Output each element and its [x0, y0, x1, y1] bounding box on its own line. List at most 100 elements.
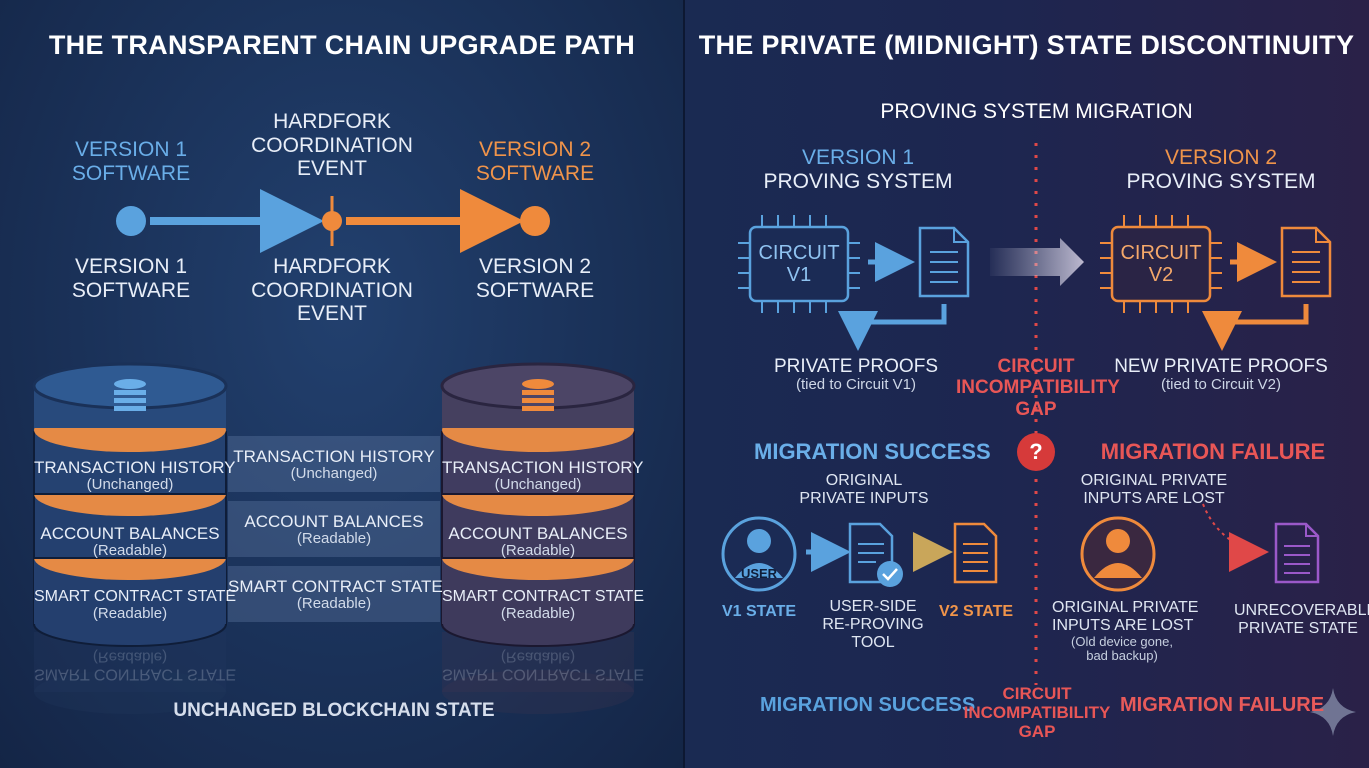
v2-proving-header: VERSION 2 PROVING SYSTEM	[1121, 146, 1321, 193]
line: ORIGINAL PRIVATE	[1080, 472, 1228, 489]
lost-user-avatar-icon	[1080, 516, 1156, 592]
line: ORIGINAL PRIVATE	[1052, 599, 1199, 616]
line: VERSION 1	[801, 146, 915, 169]
line: INPUTS ARE LOST	[1083, 489, 1225, 507]
layer-status: (Unchanged)	[86, 476, 174, 494]
line: ORIGINAL	[825, 472, 903, 489]
proof-doc-v1-icon	[918, 226, 970, 298]
db2-layer-transaction: TRANSACTION HISTORY (Unchanged)	[442, 458, 644, 494]
hardfork-node	[322, 211, 342, 231]
db2-layer-contract: SMART CONTRACT STATE (Readable)	[442, 588, 645, 623]
line: V1	[786, 264, 812, 287]
line: VERSION 1	[74, 255, 188, 278]
failure-header: MIGRATION FAILURE	[1100, 439, 1326, 464]
circuit-v1-chip-icon	[738, 215, 860, 313]
line: CIRCUIT	[1120, 242, 1202, 264]
line: SOFTWARE	[71, 161, 191, 185]
private-state-panel	[684, 0, 1369, 768]
db1-reflection: SMART CONTRACT STATE (Readable)	[34, 648, 236, 683]
layer-name: SMART CONTRACT STATE	[442, 588, 645, 605]
line: HARDFORK	[273, 255, 391, 278]
layer-status: (Readable)	[92, 604, 168, 622]
line: CIRCUIT	[758, 242, 840, 264]
line: VERSION 1	[74, 138, 188, 161]
database-v1	[32, 362, 228, 714]
line: GAP	[1015, 398, 1057, 420]
line: UNRECOVERABLE	[1234, 602, 1369, 619]
layer-name: ACCOUNT BALANCES	[448, 524, 628, 543]
gap-question-text: ?	[1029, 439, 1043, 464]
line: COORDINATION	[251, 133, 413, 157]
user-avatar-icon	[721, 516, 797, 592]
proofs-title: NEW PRIVATE PROOFS	[1114, 356, 1328, 377]
layer-name: TRANSACTION HISTORY	[34, 458, 236, 477]
reflection-status: (Readable)	[500, 648, 576, 666]
database-v2	[440, 362, 636, 714]
band-label-balances: ACCOUNT BALANCES (Readable)	[228, 512, 440, 548]
timeline-hardfork-label: HARDFORK COORDINATION EVENT	[240, 110, 424, 181]
v1-state-label: V1 STATE	[721, 603, 797, 620]
layer-status: (Readable)	[500, 604, 576, 622]
line: PRIVATE INPUTS	[799, 489, 929, 507]
reproving-tool-label: USER-SIDE RE-PROVING TOOL	[818, 598, 928, 652]
footer-failure: MIGRATION FAILURE	[1120, 694, 1325, 716]
gap-label-top: CIRCUIT INCOMPATIBILITY GAP	[956, 356, 1120, 420]
database-icon	[522, 379, 554, 411]
timeline-hardfork-caption: HARDFORK COORDINATION EVENT	[240, 255, 424, 326]
line: USER-SIDE	[829, 598, 917, 615]
failure-inputs: ORIGINAL PRIVATE INPUTS ARE LOST	[1074, 472, 1234, 508]
user-badge-label: USER	[740, 566, 778, 581]
layer-name: TRANSACTION HISTORY	[442, 458, 644, 477]
left-title: THE TRANSPARENT CHAIN UPGRADE PATH	[48, 30, 636, 60]
line: CIRCUIT	[997, 356, 1075, 377]
band-status: (Readable)	[296, 530, 372, 548]
layer-name: SMART CONTRACT STATE	[34, 588, 237, 605]
line: (Old device gone,	[1071, 633, 1173, 649]
db2-layer-balances: ACCOUNT BALANCES (Readable)	[442, 524, 634, 560]
line: VERSION 2	[478, 138, 592, 161]
band-name: TRANSACTION HISTORY	[233, 447, 435, 466]
reflection-name: SMART CONTRACT STATE	[442, 665, 645, 683]
line: SOFTWARE	[475, 278, 595, 302]
proofs-title: PRIVATE PROOFS	[774, 356, 938, 377]
unrecoverable-doc-icon	[1274, 522, 1320, 584]
right-subtitle: PROVING SYSTEM MIGRATION	[880, 100, 1193, 123]
band-name: ACCOUNT BALANCES	[244, 512, 424, 531]
timeline-v2-label: VERSION 2 SOFTWARE	[464, 138, 606, 185]
line: bad backup)	[1086, 648, 1158, 664]
db1-layer-contract: SMART CONTRACT STATE (Readable)	[34, 588, 237, 623]
timeline-v2-caption: VERSION 2 SOFTWARE	[464, 255, 606, 302]
v1-proving-header: VERSION 1 PROVING SYSTEM	[758, 146, 958, 193]
unrecoverable-label: UNRECOVERABLE PRIVATE STATE	[1234, 602, 1369, 638]
line: COORDINATION	[251, 278, 413, 302]
band-name: SMART CONTRACT STATE	[228, 577, 443, 596]
layer-status: (Readable)	[500, 542, 576, 560]
band-label-contract: SMART CONTRACT STATE (Readable)	[228, 577, 443, 613]
proofs-sub: (tied to Circuit V2)	[1160, 376, 1282, 394]
line: EVENT	[296, 302, 367, 326]
db1-layer-transaction: TRANSACTION HISTORY (Unchanged)	[34, 458, 236, 494]
timeline-v1-label: VERSION 1 SOFTWARE	[60, 138, 202, 185]
line: HARDFORK	[273, 110, 391, 133]
migration-arrow	[990, 238, 1084, 286]
line: SOFTWARE	[71, 278, 191, 302]
v2-node	[520, 206, 550, 236]
right-title: THE PRIVATE (MIDNIGHT) STATE DISCONTINUI…	[698, 30, 1355, 60]
v2-state-doc-icon	[953, 522, 998, 584]
panel-divider	[683, 0, 685, 768]
success-header: MIGRATION SUCCESS	[754, 439, 991, 464]
proof-doc-v2-icon	[1280, 226, 1332, 298]
line: V2	[1148, 264, 1174, 287]
footer-success: MIGRATION SUCCESS	[760, 694, 976, 716]
v1-node	[116, 206, 146, 236]
line: TOOL	[851, 633, 895, 651]
band-status: (Readable)	[296, 595, 372, 613]
line: INCOMPATIBILITY	[963, 703, 1111, 723]
band-transaction-history	[228, 436, 440, 492]
layer-status: (Readable)	[92, 542, 168, 560]
circuit-v1-label: CIRCUIT V1	[750, 242, 848, 287]
band-account-balances	[228, 501, 440, 557]
line: INPUTS ARE LOST	[1052, 616, 1194, 634]
private-proofs-v1: PRIVATE PROOFS (tied to Circuit V1)	[756, 356, 956, 394]
line: PRIVATE STATE	[1238, 619, 1358, 637]
